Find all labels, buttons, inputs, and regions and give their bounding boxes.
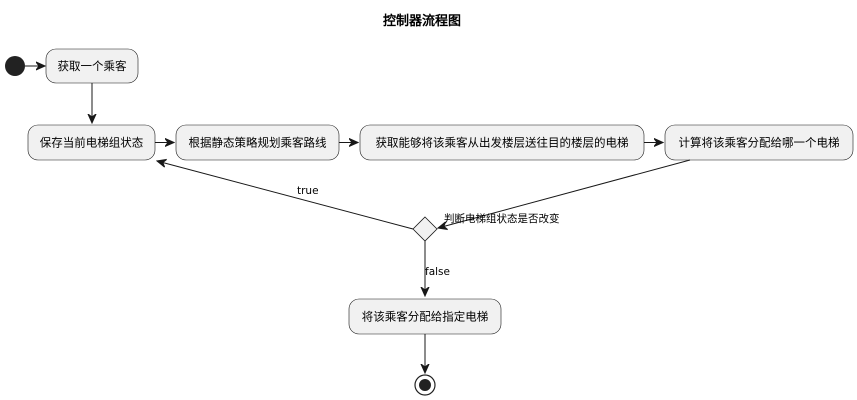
node-assign-label: 将该乘客分配给指定电梯 xyxy=(362,310,489,324)
node-get-elevators-label: 获取能够将该乘客从出发楼层送往目的楼层的电梯 xyxy=(376,136,629,150)
decision-label: 判断电梯组状态是否改变 xyxy=(444,212,560,225)
end-node xyxy=(414,374,436,396)
diagram-title: 控制器流程图 xyxy=(383,13,461,29)
node-get-elevators: 获取能够将该乘客从出发楼层送往目的楼层的电梯 xyxy=(359,124,645,161)
node-plan-route-label: 根据静态策略规划乘客路线 xyxy=(189,136,327,150)
start-node xyxy=(5,56,25,76)
node-compute-assign-label: 计算将该乘客分配给哪一个电梯 xyxy=(679,136,840,150)
node-plan-route: 根据静态策略规划乘客路线 xyxy=(175,124,340,161)
node-compute-assign: 计算将该乘客分配给哪一个电梯 xyxy=(664,124,854,161)
node-get-passenger: 获取一个乘客 xyxy=(45,48,139,84)
node-assign: 将该乘客分配给指定电梯 xyxy=(348,298,502,335)
node-get-passenger-label: 获取一个乘客 xyxy=(58,59,127,73)
decision-diamond xyxy=(412,216,438,242)
edge-decision-true-to-save-state xyxy=(157,161,414,230)
edge-compute-assign-to-decision xyxy=(438,159,691,228)
edge-true-label: true xyxy=(297,185,319,197)
node-save-state-label: 保存当前电梯组状态 xyxy=(40,136,144,150)
node-save-state: 保存当前电梯组状态 xyxy=(27,124,156,161)
edge-false-label: false xyxy=(425,266,450,278)
